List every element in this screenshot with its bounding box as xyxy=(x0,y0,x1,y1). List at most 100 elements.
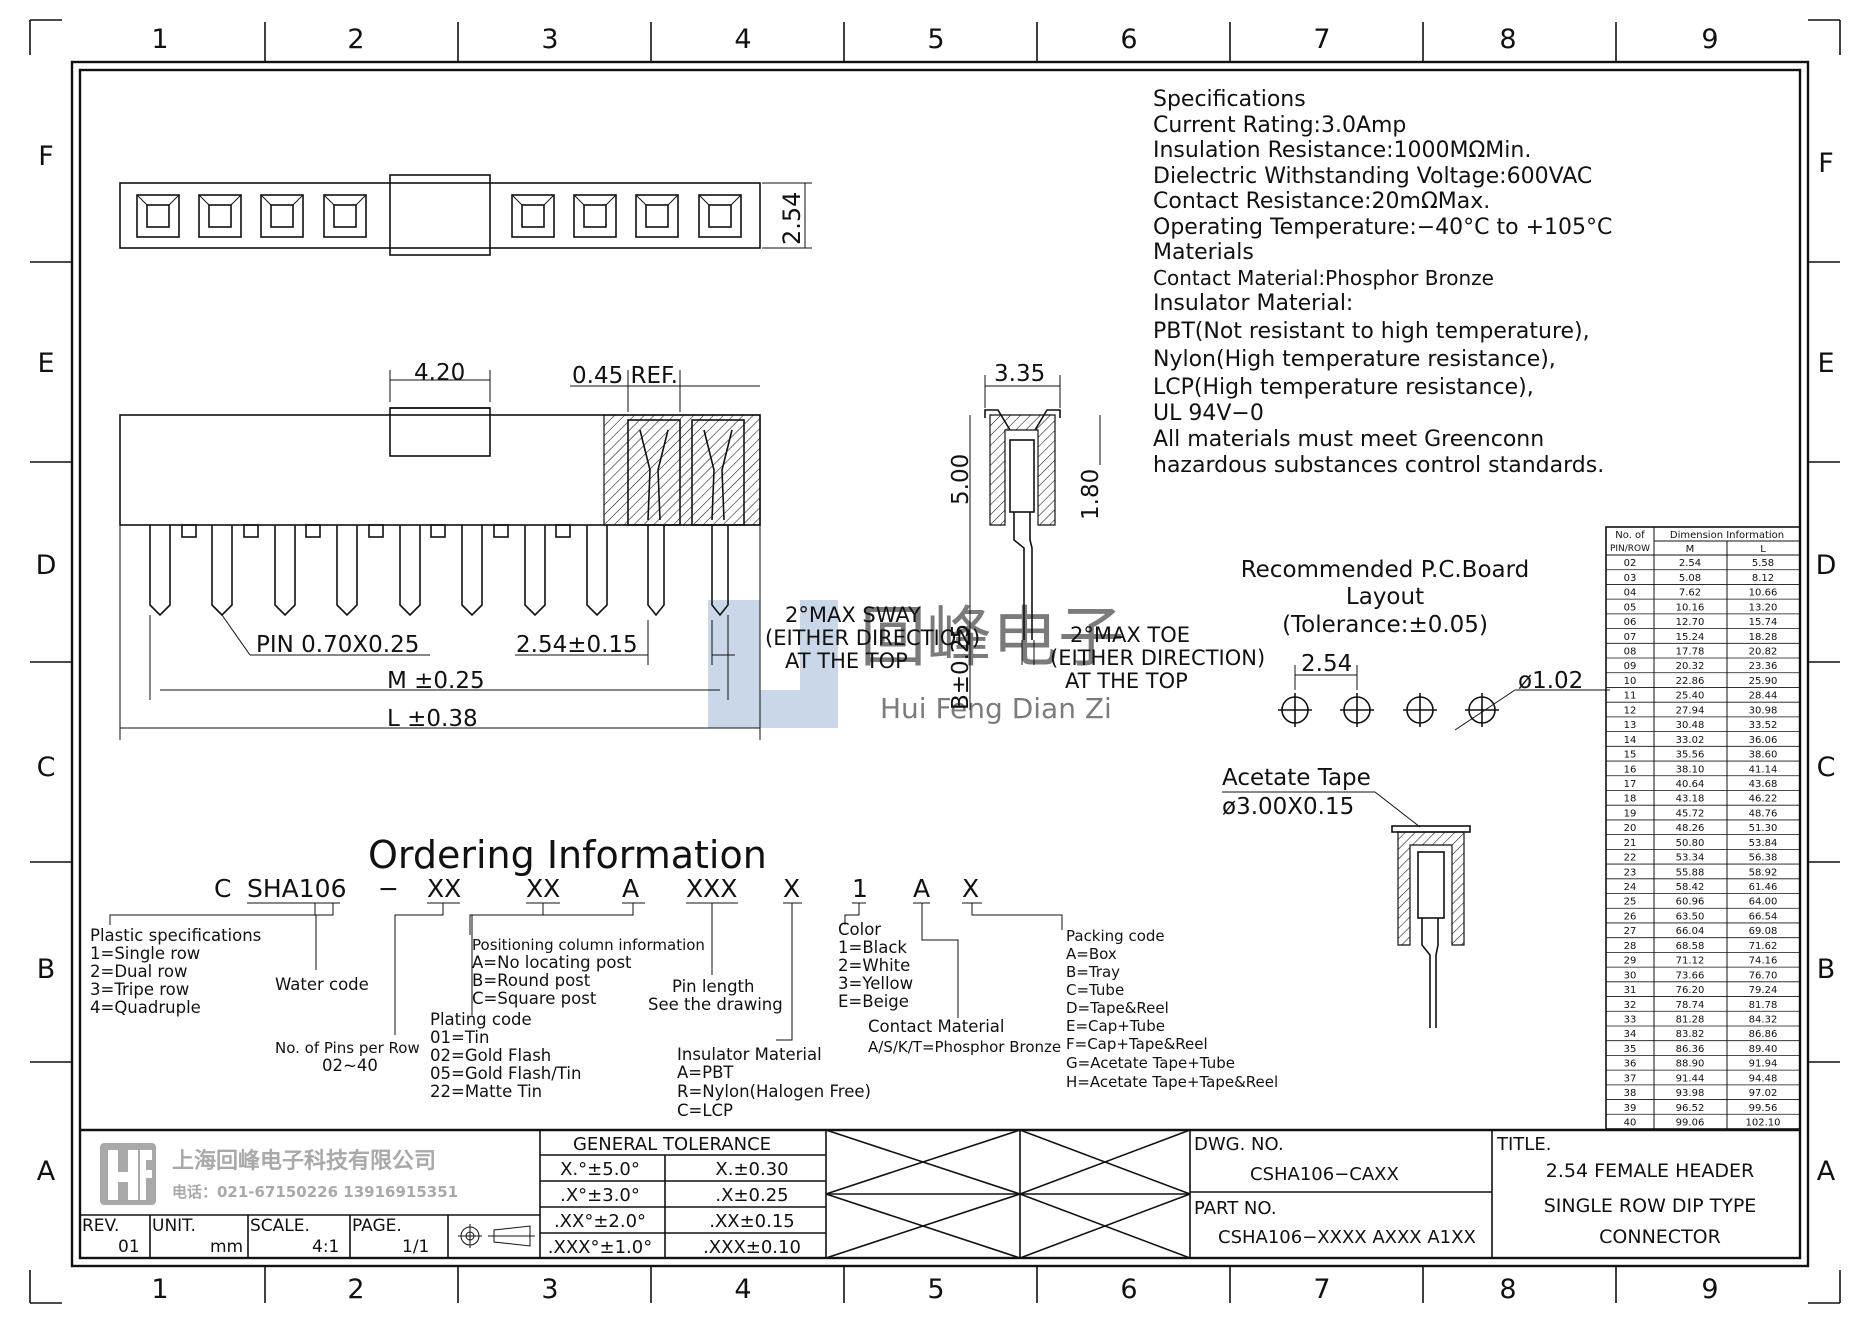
watermark-cn: 回峰电子 xyxy=(860,599,1124,676)
rev-value: 01 xyxy=(118,1237,140,1257)
contact-line: A/S/K/T=Phosphor Bronze xyxy=(868,1038,1061,1056)
pins-line: 02~40 xyxy=(322,1056,378,1075)
packing-line: E=Cap+Tube xyxy=(1066,1017,1165,1035)
company-logo xyxy=(100,1143,156,1205)
pcb-pitch: 2.54 xyxy=(1301,651,1352,677)
unit-label: UNIT. xyxy=(152,1216,196,1236)
table-cell-pins: 04 xyxy=(1624,588,1637,599)
color-line: E=Beige xyxy=(838,992,909,1011)
packing-line: G=Acetate Tape+Tube xyxy=(1066,1054,1235,1072)
spec-line: Contact Material:Phosphor Bronze xyxy=(1153,266,1494,290)
table-cell-pins: 38 xyxy=(1624,1088,1637,1099)
table-cell-l: 25.90 xyxy=(1749,676,1778,687)
note-sway-2: (EITHER DIRECTION) xyxy=(765,626,980,650)
grid-row-label: D xyxy=(1816,550,1837,581)
table-cell-pins: 02 xyxy=(1624,558,1637,569)
table-cell-l: 53.84 xyxy=(1749,838,1778,849)
table-cell-m: 43.18 xyxy=(1676,794,1705,805)
tolerance-angle: .XX°±2.0° xyxy=(554,1211,646,1232)
table-cell-m: 96.52 xyxy=(1676,1103,1705,1114)
table-cell-m: 55.88 xyxy=(1676,867,1705,878)
drawing-title: SINGLE ROW DIP TYPE xyxy=(1544,1195,1757,1217)
table-cell-m: 35.56 xyxy=(1676,750,1705,761)
drawing-title: 2.54 FEMALE HEADER xyxy=(1546,1160,1754,1182)
table-cell-l: 41.14 xyxy=(1749,764,1778,775)
spec-line: Nylon(High temperature resistance), xyxy=(1153,347,1556,372)
table-cell-l: 51.30 xyxy=(1749,823,1778,834)
grid-col-label: 2 xyxy=(347,1274,364,1305)
spec-line: Insulation Resistance:1000MΩMin. xyxy=(1153,138,1531,163)
plating-line: 02=Gold Flash xyxy=(430,1046,551,1065)
table-cell-pins: 15 xyxy=(1624,750,1637,761)
table-cell-l: 91.94 xyxy=(1749,1059,1778,1070)
table-cell-pins: 19 xyxy=(1624,808,1637,819)
table-cell-l: 97.02 xyxy=(1749,1088,1778,1099)
table-cell-pins: 13 xyxy=(1624,720,1637,731)
watermark-en: Hui Feng Dian Zi xyxy=(880,692,1112,725)
drawing-title: CONNECTOR xyxy=(1599,1226,1721,1248)
scale-label: SCALE. xyxy=(250,1216,310,1236)
table-cell-l: 30.98 xyxy=(1749,705,1778,716)
table-cell-m: 38.10 xyxy=(1676,764,1705,775)
code-color: 1 xyxy=(852,874,868,903)
water-code: Water code xyxy=(275,975,369,994)
pcb-title-1: Recommended P.C.Board xyxy=(1241,557,1530,583)
code-prefix: C xyxy=(214,874,231,903)
table-cell-l: 10.66 xyxy=(1749,588,1778,599)
table-cell-m: 30.48 xyxy=(1676,720,1705,731)
spec-line: Dielectric Withstanding Voltage:600VAC xyxy=(1153,164,1592,189)
table-cell-l: 46.22 xyxy=(1749,794,1778,805)
projection-symbol-icon xyxy=(458,1224,535,1248)
table-cell-pins: 10 xyxy=(1624,676,1637,687)
grid-col-label: 5 xyxy=(927,24,944,55)
grid-row-label: B xyxy=(1817,954,1836,985)
table-cell-pins: 33 xyxy=(1624,1014,1637,1025)
dim-ref-045: 0.45 REF. xyxy=(572,363,678,389)
pinlen-line: See the drawing xyxy=(648,995,783,1014)
table-cell-m: 12.70 xyxy=(1676,617,1705,628)
table-cell-m: 93.98 xyxy=(1676,1088,1705,1099)
table-cell-l: 15.74 xyxy=(1749,617,1778,628)
grid-col-label: 5 xyxy=(927,1274,944,1305)
table-cell-l: 86.86 xyxy=(1749,1029,1778,1040)
dim-side-b: B±0.25 xyxy=(948,624,974,710)
color-line: Color xyxy=(838,920,881,939)
table-cell-pins: 18 xyxy=(1624,794,1637,805)
packing-line: D=Tape&Reel xyxy=(1066,999,1169,1017)
table-cell-m: 66.04 xyxy=(1676,926,1705,937)
pinlen-line: Pin length xyxy=(672,977,754,996)
table-cell-pins: 35 xyxy=(1624,1044,1637,1055)
spec-line: Materials xyxy=(1153,240,1254,265)
table-cell-m: 71.12 xyxy=(1676,956,1705,967)
table-cell-l: 66.54 xyxy=(1749,911,1778,922)
grid-row-label: A xyxy=(37,1156,56,1187)
color-line: 1=Black xyxy=(838,938,907,957)
table-cell-m: 60.96 xyxy=(1676,897,1705,908)
table-cell-pins: 31 xyxy=(1624,985,1637,996)
table-cell-pins: 24 xyxy=(1624,882,1637,893)
company-phone: 电话：021-67150226 13916915351 xyxy=(172,1183,458,1201)
table-cell-l: 36.06 xyxy=(1749,735,1778,746)
packing-line: B=Tray xyxy=(1066,963,1120,981)
dwg-number: CSHA106−CAXX xyxy=(1250,1164,1399,1185)
watermark: 回峰电子 Hui Feng Dian Zi xyxy=(708,599,1124,728)
grid-row-label: C xyxy=(1817,752,1836,783)
pcb-title-3: (Tolerance:±0.05) xyxy=(1282,612,1488,638)
table-cell-pins: 26 xyxy=(1624,911,1637,922)
table-header: Dimension Information xyxy=(1670,530,1784,541)
spec-line: UL 94V−0 xyxy=(1153,401,1264,426)
grid-col-label: 7 xyxy=(1313,1274,1330,1305)
dim-m-tol: M ±0.25 xyxy=(387,668,485,694)
table-cell-l: 18.28 xyxy=(1749,632,1778,643)
positioning-line: C=Square post xyxy=(472,989,597,1008)
grid-col-label: 7 xyxy=(1313,24,1330,55)
grid-col-label: 8 xyxy=(1499,24,1516,55)
grid-row-label: F xyxy=(1818,148,1834,179)
code-pins: XX xyxy=(427,874,461,903)
pcb-hole: ø1.02 xyxy=(1518,668,1583,694)
table-cell-m: 83.82 xyxy=(1676,1029,1705,1040)
tolerance-angle: .XXX°±1.0° xyxy=(548,1237,652,1258)
table-cell-m: 58.42 xyxy=(1676,882,1705,893)
table-cell-pins: 08 xyxy=(1624,647,1637,658)
